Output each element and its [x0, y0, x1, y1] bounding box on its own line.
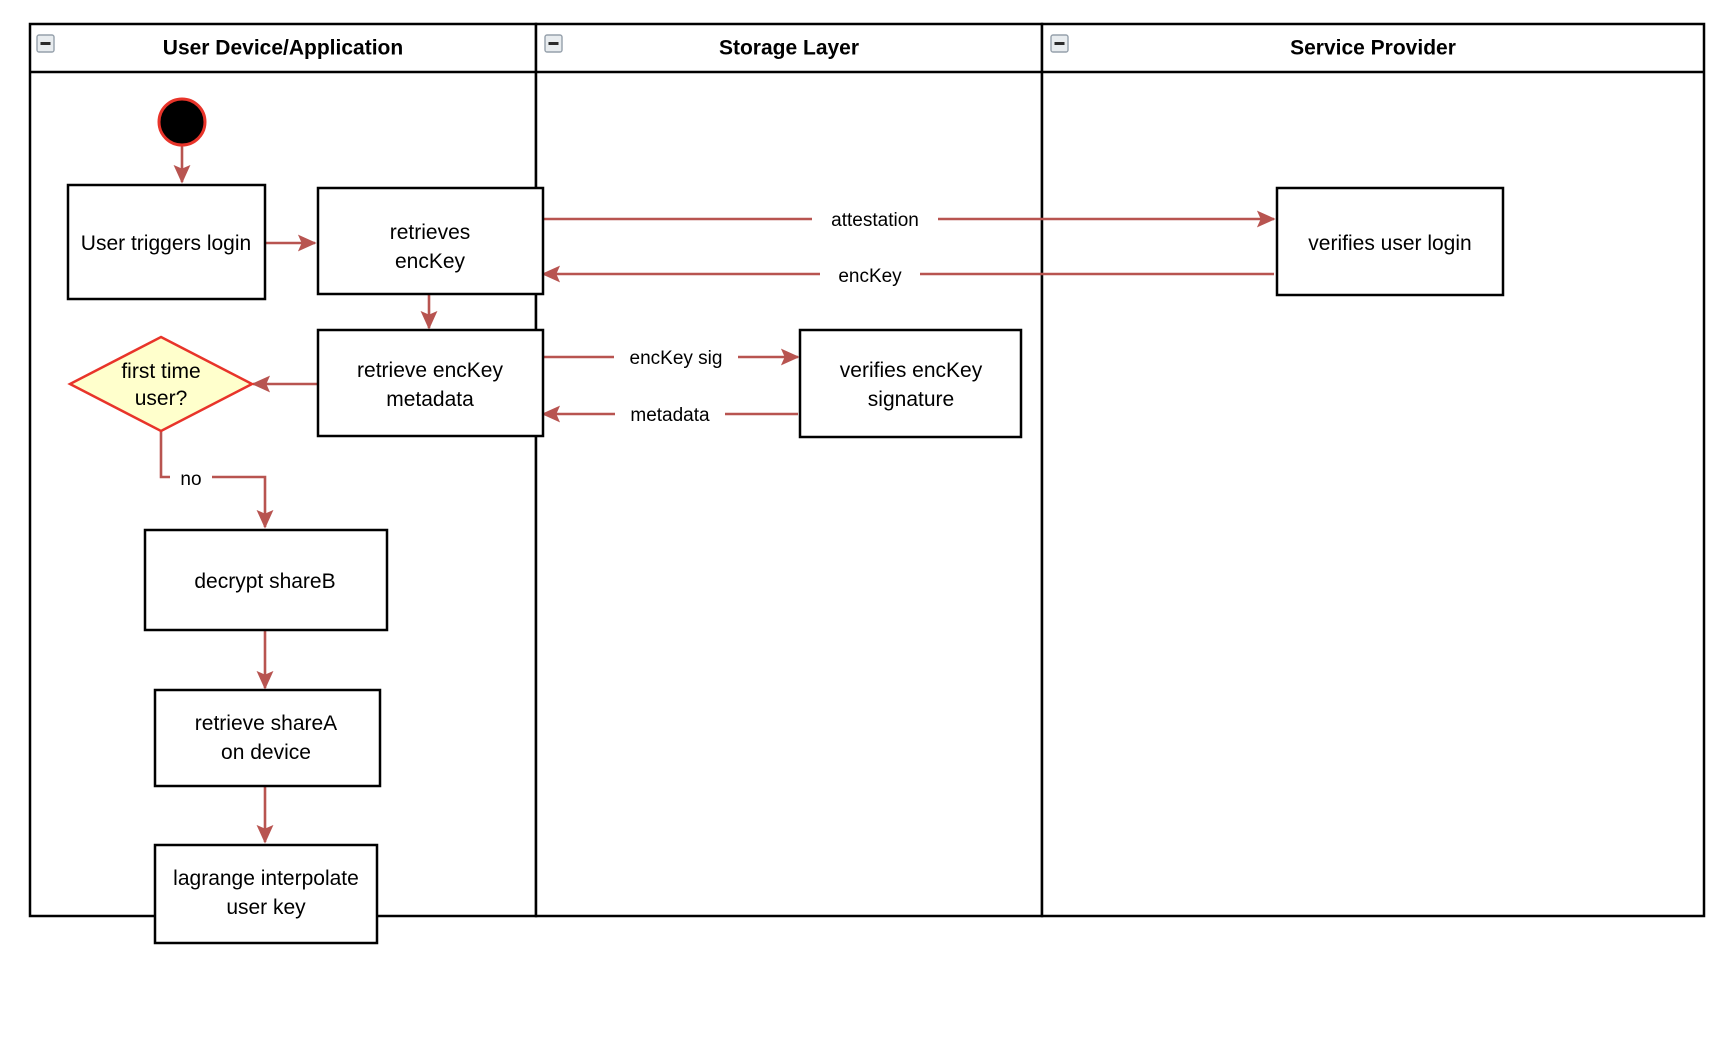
- node-label: verifies encKey: [840, 359, 983, 382]
- node-first-time-user[interactable]: first time user?: [67, 335, 255, 433]
- node-label: on device: [221, 741, 311, 764]
- node-label: lagrange interpolate: [173, 867, 359, 890]
- collapse-minus-icon[interactable]: [544, 34, 563, 53]
- node-lagrange-interpolate-user-key[interactable]: lagrange interpolate user key: [153, 843, 379, 945]
- node-retrieve-sharea-on-device[interactable]: retrieve shareA on device: [153, 688, 382, 788]
- edge-label-metadata: metadata: [630, 405, 710, 426]
- lane-title-storage: Storage Layer: [719, 37, 859, 60]
- node-label: metadata: [386, 388, 474, 411]
- start-node[interactable]: [157, 97, 207, 147]
- lane-storage[interactable]: Storage Layer: [534, 22, 1044, 918]
- edge-no: [159, 430, 274, 529]
- node-verifies-user-login[interactable]: verifies user login: [1275, 186, 1505, 297]
- node-label: user?: [135, 387, 188, 410]
- node-label: retrieves: [390, 221, 471, 244]
- collapse-minus-icon[interactable]: [36, 34, 55, 53]
- lane-title-service-provider: Service Provider: [1290, 37, 1456, 60]
- node-decrypt-shareb[interactable]: decrypt shareB: [143, 528, 389, 632]
- edge-label-no: no: [180, 469, 201, 490]
- edge-label-enckey-sig: encKey sig: [630, 348, 723, 369]
- node-label: first time: [121, 360, 200, 383]
- node-label: User triggers login: [81, 232, 251, 255]
- node-label: retrieve encKey: [357, 359, 503, 382]
- edge-label-attestation: attestation: [831, 210, 919, 231]
- node-user-triggers-login[interactable]: User triggers login: [66, 183, 267, 301]
- node-label: encKey: [395, 250, 466, 273]
- edge-label-enckey: encKey: [838, 266, 902, 287]
- node-verifies-enckey-signature[interactable]: verifies encKey signature: [798, 328, 1023, 439]
- node-label: user key: [226, 896, 306, 919]
- node-label: decrypt shareB: [194, 570, 335, 593]
- node-label: retrieve shareA: [195, 712, 337, 735]
- node-retrieve-enckey-metadata[interactable]: retrieve encKey metadata: [316, 328, 545, 438]
- node-retrieves-enckey[interactable]: retrieves encKey: [316, 186, 545, 296]
- node-label: verifies user login: [1308, 232, 1471, 255]
- lane-title-user-device: User Device/Application: [163, 37, 403, 60]
- collapse-minus-icon[interactable]: [1050, 34, 1069, 53]
- lane-service-provider[interactable]: Service Provider: [1040, 22, 1706, 918]
- node-label: signature: [868, 388, 954, 411]
- edge-labels-layer: attestation encKey encKey sig metadata n…: [170, 205, 938, 491]
